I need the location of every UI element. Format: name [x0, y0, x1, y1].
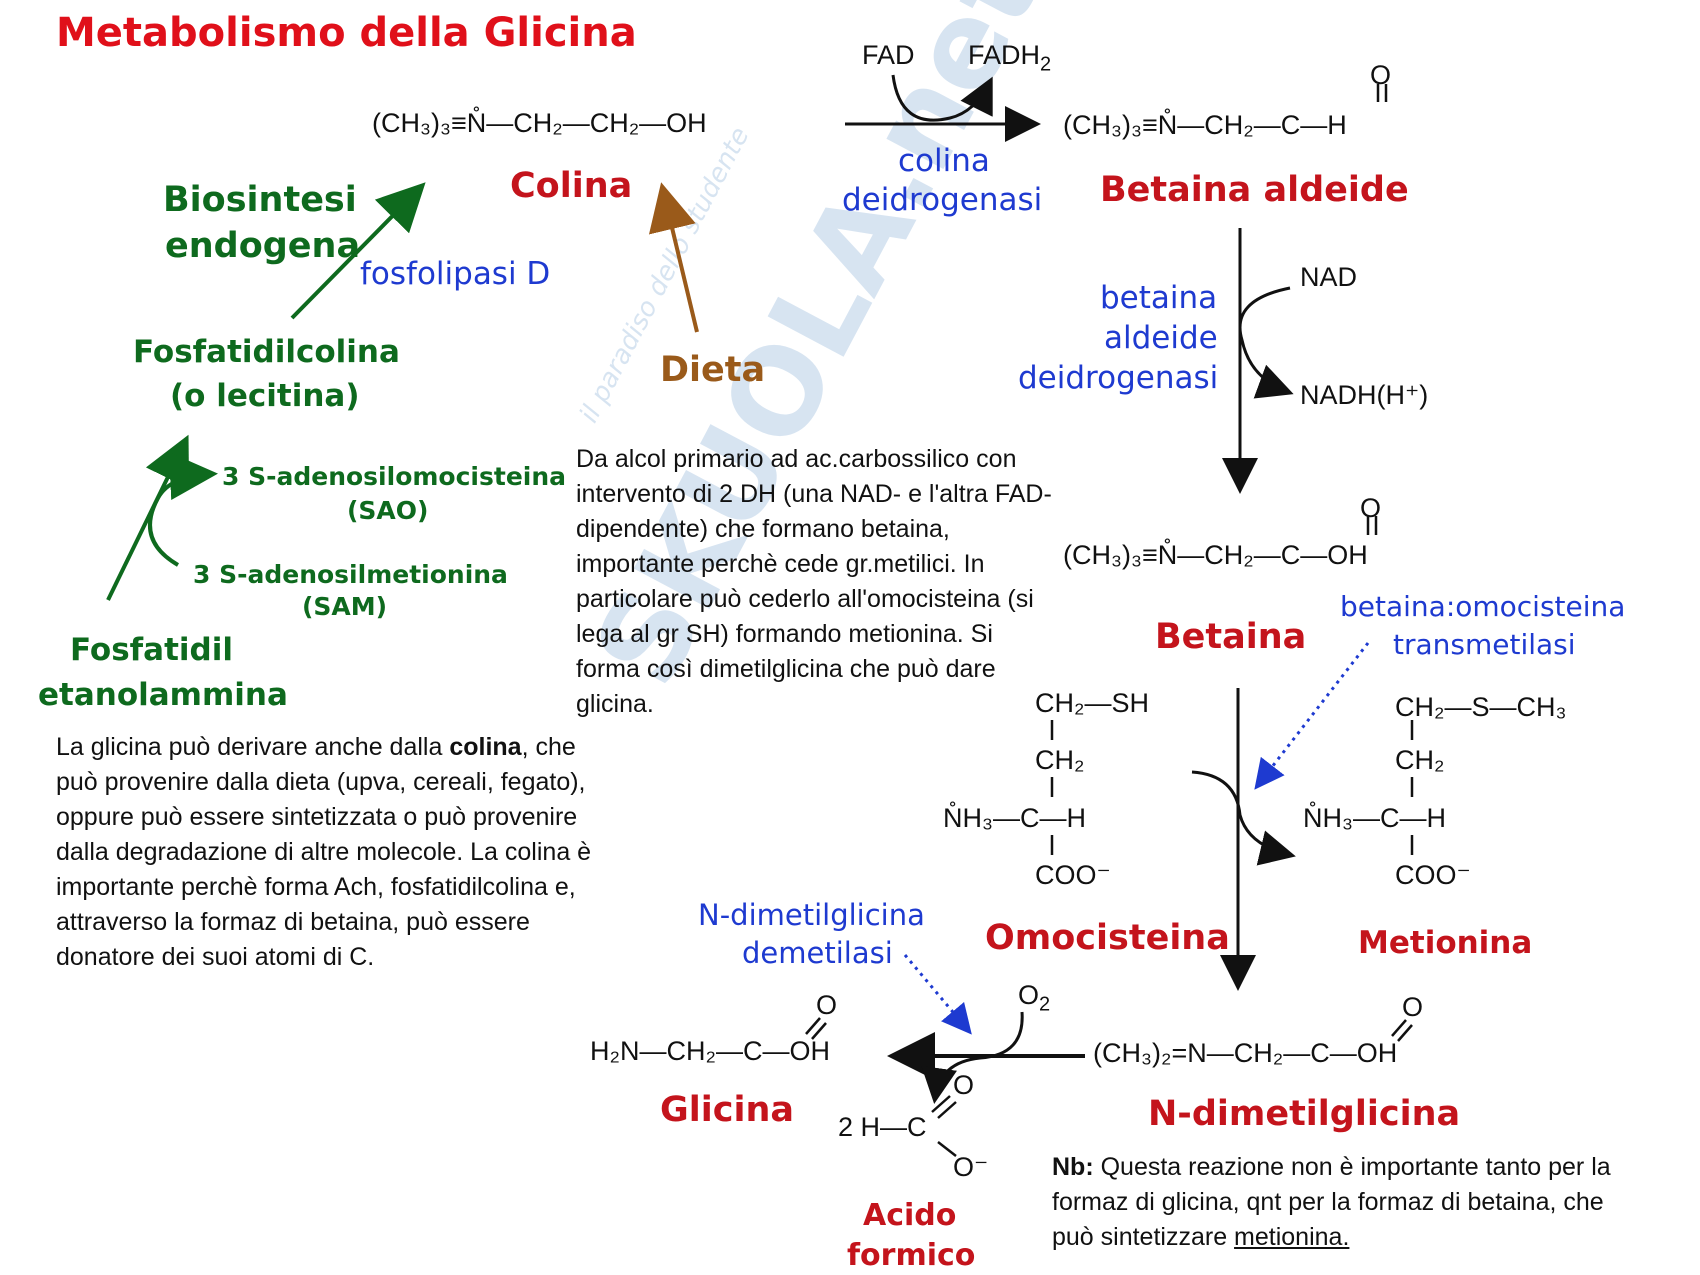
glicina-formula: H₂N—CH₂—C—OH: [590, 1036, 830, 1066]
betaina-aldeide-dh-3: deidrogenasi: [1018, 360, 1219, 396]
formic-formula: 2 H—C: [838, 1112, 927, 1142]
page-title: Metabolismo della Glicina: [56, 10, 637, 56]
fosfatidil-label-1: Fosfatidil: [70, 632, 233, 668]
pe-to-pc-arrow: [106, 434, 190, 601]
sao-label-2: (SAO): [347, 496, 429, 525]
dimetilglicina-oxygen: O: [1402, 992, 1424, 1022]
dimetilglicina-formula: (CH₃)₂=N—CH₂—C—OH: [1093, 1038, 1398, 1068]
nadh-label: NADH(H⁺): [1300, 380, 1429, 410]
metionina-top: CH₂—S—CH₃: [1395, 692, 1567, 722]
demetilasi-2: demetilasi: [742, 936, 893, 970]
biosintesi-label-2: endogena: [165, 226, 361, 266]
o2-curve-arrow: [921, 1011, 1024, 1104]
nb-label: Nb:: [1052, 1153, 1094, 1181]
fosfatidilcolina-label-2: (o lecitina): [170, 378, 360, 414]
nad-label: NAD: [1300, 262, 1358, 292]
demetilasi-dotted-arrow: [903, 954, 972, 1035]
sam-label-2: (SAM): [302, 592, 388, 621]
betaina-aldeide-formula: (CH₃)₃≡N̊—CH₂—C—H: [1063, 110, 1347, 140]
formic-oxygen-minus: O⁻: [953, 1152, 989, 1182]
betaina-aldeide-oxygen: O: [1370, 60, 1392, 90]
omocisteina-nh3: N̊H₃—C—H: [943, 803, 1086, 833]
glicina-oxygen: O: [816, 990, 838, 1020]
betaina-oxygen: O: [1360, 493, 1382, 523]
colina-formula: (CH₃)₃≡N̊—CH₂—CH₂—OH: [372, 108, 707, 138]
fosfolipasi-d-label: fosfolipasi D: [360, 256, 551, 292]
fadh2-label: FADH2: [968, 40, 1052, 76]
demetilasi-1: N-dimetilglicina: [698, 898, 925, 932]
formic-oxygen: O: [953, 1070, 975, 1100]
colina-label: Colina: [510, 166, 633, 206]
betaina-formula: (CH₃)₃≡N̊—CH₂—C—OH: [1063, 540, 1368, 570]
left-note: La glicina può derivare anche dalla coli…: [56, 733, 592, 971]
sao-label-1: 3 S-adenosilomocisteina: [222, 462, 567, 491]
left-note-bold: colina: [449, 733, 522, 761]
transmetilasi-1: betaina:omocisteina: [1340, 590, 1626, 623]
nad-curve-arrow: [1238, 286, 1294, 399]
glicina-label: Glicina: [660, 1090, 795, 1130]
omocisteina-coo: COO⁻: [1035, 860, 1111, 890]
sam-label-1: 3 S-adenosilmetionina: [193, 560, 508, 589]
omocisteina-top: CH₂—SH: [1035, 688, 1149, 718]
chemical-bonds: [805, 84, 1414, 1157]
transmetilasi-dotted-arrow: [1254, 642, 1370, 790]
acido-formico-label-2: formico: [847, 1238, 976, 1273]
acido-formico-label-1: Acido: [863, 1198, 957, 1233]
nb-note: Nb: Questa reazione non è importante tan…: [1052, 1153, 1611, 1251]
n-dimetilglicina-label: N-dimetilglicina: [1148, 1094, 1461, 1134]
omocisteina-ch2: CH₂: [1035, 745, 1085, 775]
fosfatidilcolina-to-colina-arrow: [290, 182, 426, 320]
betaina-aldeide-label: Betaina aldeide: [1100, 170, 1409, 210]
fosfatidil-label-2: etanolammina: [38, 677, 288, 713]
dieta-label: Dieta: [660, 350, 766, 390]
metionina-coo: COO⁻: [1395, 860, 1471, 890]
betaina-aldeide-dh-2: aldeide: [1104, 320, 1218, 356]
fad-curve-arrow: [891, 74, 993, 122]
betaina-aldeide-dh-1: betaina: [1100, 280, 1218, 316]
fad-label: FAD: [862, 40, 915, 70]
nb-underlined: metionina.: [1234, 1223, 1350, 1251]
colina-deidrogenasi-2: deidrogenasi: [842, 182, 1043, 218]
dieta-to-colina-arrow: [648, 182, 699, 333]
betaina-label: Betaina: [1155, 617, 1307, 657]
biosintesi-label-1: Biosintesi: [163, 180, 357, 220]
metionina-label: Metionina: [1358, 925, 1533, 961]
fosfatidilcolina-label-1: Fosfatidilcolina: [133, 334, 400, 370]
metionina-nh3: N̊H₃—C—H: [1303, 803, 1446, 833]
colina-deidrogenasi-1: colina: [898, 143, 990, 179]
omocisteina-label: Omocisteina: [985, 918, 1230, 958]
omocisteina-metionina-curve-arrow: [1191, 770, 1296, 866]
sam-sao-curve-arrow: [148, 452, 218, 567]
transmetilasi-2: transmetilasi: [1393, 628, 1576, 661]
middle-note: Da alcol primario ad ac.carbossilico con…: [576, 445, 1052, 718]
metionina-ch2: CH₂: [1395, 745, 1445, 775]
o2-label: O2: [1018, 980, 1051, 1016]
